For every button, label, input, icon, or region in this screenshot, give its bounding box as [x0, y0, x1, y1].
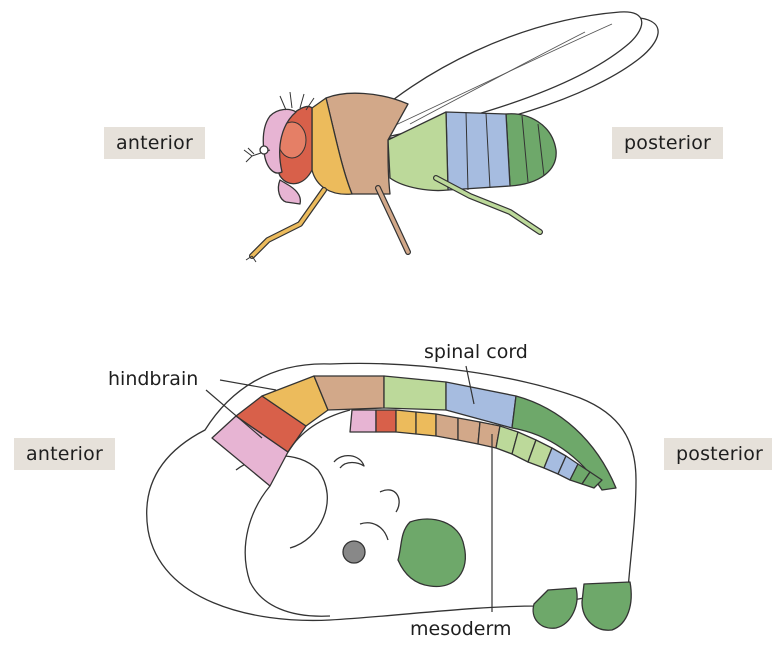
- embryo-anterior-label: anterior: [14, 438, 115, 470]
- fly-abdomen-blue: [446, 112, 510, 190]
- embryo-band-light-green: [384, 376, 446, 410]
- hindbrain-label: hindbrain: [108, 368, 198, 390]
- embryo-somite-tan-1: [436, 414, 458, 440]
- embryo-somite-tan-2: [458, 418, 480, 444]
- embryo-illustration: [147, 363, 636, 630]
- mesoderm-label: mesoderm: [410, 618, 511, 640]
- fly-abdomen-green: [506, 114, 556, 186]
- embryo-limb-front: [398, 519, 465, 587]
- fly-posterior-label: posterior: [612, 127, 723, 159]
- embryo-somite-orange-2: [416, 412, 436, 436]
- embryo-somite-orange-1: [396, 410, 416, 434]
- embryo-somite-red: [376, 410, 396, 432]
- embryo-somite-pink: [350, 410, 376, 432]
- fly-illustration: [244, 12, 658, 262]
- fly-anterior-label: anterior: [104, 127, 205, 159]
- embryo-limb-hind-2: [582, 582, 631, 630]
- spinal-cord-label: spinal cord: [424, 341, 528, 363]
- embryo-posterior-label: posterior: [664, 438, 772, 470]
